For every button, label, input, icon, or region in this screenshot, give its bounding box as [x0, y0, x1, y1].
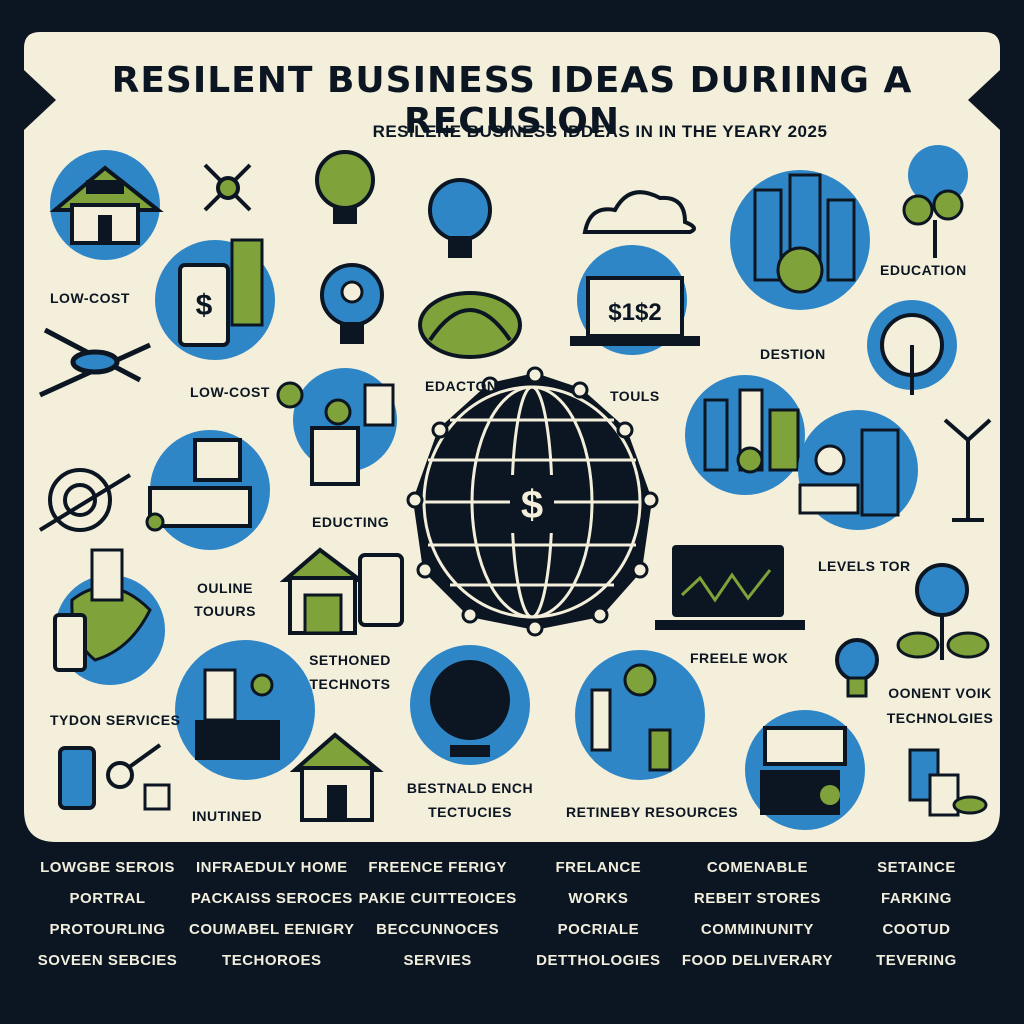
- plant-icon: [418, 291, 522, 359]
- idea-item: PORTRAL: [69, 890, 146, 907]
- world-map-icon: [53, 548, 165, 685]
- idea-item: TEVERING: [876, 952, 957, 969]
- idea-item: TECHOROES: [222, 952, 322, 969]
- spark-icon: [203, 163, 252, 212]
- idea-column: LOWGBE SEROIS PORTRAL PROTOURLING SOVEEN SE…: [30, 852, 185, 976]
- label-destion: DESTION: [760, 346, 826, 362]
- label-sethoned-2: TECHNOTS: [309, 676, 391, 692]
- idea-item: SERVIES: [403, 952, 472, 969]
- label-online-tours-1: OULINE: [197, 580, 253, 596]
- idea-item: PACKAISS SEROCES: [190, 890, 353, 907]
- idea-column: FREENCE FERIGY PAKIE CUITTEOICES BECCUNNOC…: [359, 852, 517, 976]
- idea-item: FREENCE FERIGY: [368, 859, 508, 876]
- money-tree-icon: [902, 145, 968, 258]
- label-bestnald-2: TECTUCIES: [428, 804, 512, 820]
- label-tydon-services: TYDON SERVICES: [50, 712, 181, 728]
- idea-column: FRELANCE WORKS POCRIALE DETTHOLOGIES: [521, 852, 676, 976]
- globe-dollar-text: $: [521, 483, 543, 527]
- label-content-work-1: OONENT VOIK: [888, 685, 992, 701]
- label-low-cost-2: LOW-COST: [190, 384, 270, 400]
- kiosk-icon: [745, 710, 865, 830]
- label-education-1: EDUCATION: [880, 262, 967, 278]
- label-bestnald-1: BESTNALD ENCH: [406, 780, 534, 796]
- idea-column: SETAINCE FARKING COOTUD TEVERING: [839, 852, 994, 976]
- idea-item: COMENABLE: [706, 859, 808, 876]
- label-education-2: EDACTON: [425, 378, 498, 394]
- lightbulb-icon-3: [320, 263, 384, 344]
- factory-city-icon: [685, 375, 805, 495]
- phone-key-icon: [58, 743, 171, 811]
- phone-shopping-icon: [145, 430, 270, 550]
- idea-item: FOOD DELIVERARY: [681, 952, 833, 969]
- page-subtitle: RESILENE BUSINESS IDDEAS IN IN THE YEARY…: [372, 122, 828, 141]
- target-icon: [867, 300, 957, 395]
- label-content-work-2: TECHNOLGIES: [886, 710, 994, 726]
- robot-icon: [835, 638, 879, 698]
- label-infuned: INUTINED: [192, 808, 263, 824]
- idea-item: COUMABEL EENIGRY: [189, 921, 355, 938]
- idea-item: POCRIALE: [557, 921, 640, 938]
- cloud-icon: [582, 190, 696, 234]
- laptop-graph-icon: [655, 545, 805, 630]
- bottom-idea-grid: LOWGBE SEROIS PORTRAL PROTOURLING SOVEEN SE…: [30, 852, 994, 976]
- svg-text:$: $: [196, 289, 213, 322]
- house-small-icon: [289, 732, 384, 822]
- idea-item: DETTHOLOGIES: [536, 952, 661, 969]
- idea-item: COMMINUNITY: [700, 921, 814, 938]
- idea-item: COOTUD: [882, 921, 951, 938]
- laptop-money-icon: [570, 245, 700, 355]
- idea-item: PROTOURLING: [49, 921, 166, 938]
- coin-jars-icon: [908, 748, 988, 817]
- label-tools: TOULS: [610, 388, 660, 404]
- crosshair-icon: [38, 468, 132, 532]
- tree-resources-icon: [575, 650, 705, 780]
- label-levels-tor: LEVELS TOR: [818, 558, 911, 574]
- idea-item: REBEIT STORES: [693, 890, 821, 907]
- idea-item: FARKING: [880, 890, 952, 907]
- page-title: RESILENT BUSINESS IDEAS DURIING A RECUSI…: [111, 60, 913, 142]
- idea-item: WORKS: [568, 890, 629, 907]
- idea-column: INFRAEDULY HOME PACKAISS SEROCES COUMABEL …: [189, 852, 355, 976]
- solar-building-icon: [175, 640, 315, 780]
- warehouse-icon: [279, 547, 404, 635]
- label-freelance-work: FREELE WOK: [690, 650, 789, 666]
- drone-icon: [38, 327, 152, 398]
- idea-item: LOWGBE SEROIS: [40, 859, 175, 876]
- label-online-tours-2: TOUURS: [194, 603, 256, 619]
- phone-dollar-icon: $: [155, 238, 275, 360]
- circuit-screen-icon: [410, 645, 530, 765]
- house-icon: [49, 150, 164, 260]
- coin-plant-icon: [896, 563, 990, 660]
- label-low-cost-1: LOW-COST: [50, 290, 130, 306]
- idea-item: SETAINCE: [877, 859, 956, 876]
- globe-network-icon: [406, 366, 659, 637]
- idea-column: COMENABLE REBEIT STORES COMMINUNITY FOOD DE…: [680, 852, 835, 976]
- idea-item: INFRAEDULY HOME: [195, 859, 348, 876]
- idea-item: FRELANCE: [555, 859, 642, 876]
- laptop-screen-text: $1$2: [608, 299, 661, 326]
- office-building-icon: [798, 410, 918, 530]
- idea-item: PAKIE CUITTEOICES: [358, 890, 517, 907]
- lightbulb-icon-2: [428, 178, 492, 258]
- wind-turbine-icon: [943, 418, 992, 522]
- label-retineby-resources: RETINEBY RESOURCES: [566, 804, 739, 820]
- idea-item: SOVEEN SEBCIES: [37, 952, 178, 969]
- city-handshake-icon: [730, 170, 870, 310]
- idea-item: BECCUNNOCES: [376, 921, 500, 938]
- coins-store-icon: [276, 368, 397, 486]
- label-sethoned-1: SETHONED: [309, 652, 391, 668]
- lightbulb-icon-1: [315, 150, 375, 224]
- label-educting: EDUCTING: [312, 514, 390, 530]
